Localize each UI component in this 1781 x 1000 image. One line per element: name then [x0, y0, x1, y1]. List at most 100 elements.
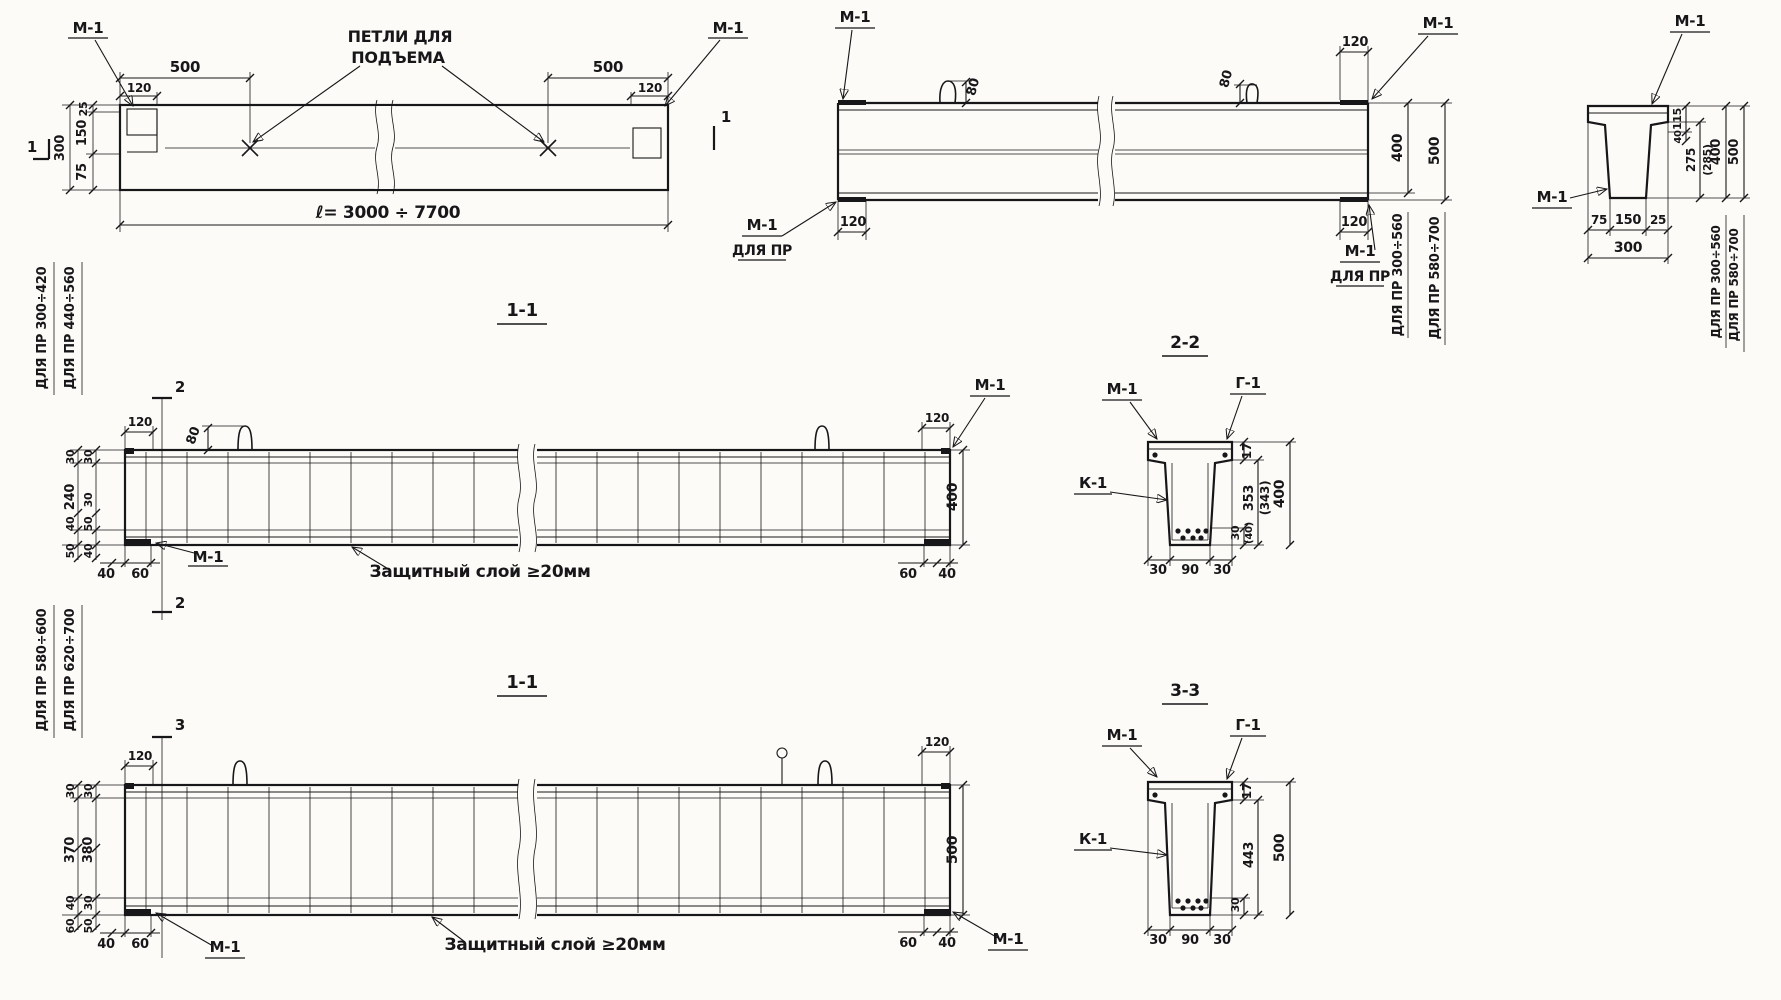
xsec-dim-lines [1588, 106, 1745, 259]
cross-section-view: М-1 М-1 115 40 275 (285) 400 500 75 150 … [1532, 12, 1750, 352]
stirrups-top [145, 452, 926, 543]
left-dim-1: 30 [64, 449, 77, 464]
rebar-dot [1203, 898, 1209, 904]
plan-extension-lines [62, 72, 669, 232]
rebar-dot [1198, 535, 1204, 541]
break-lines [517, 778, 537, 920]
plan-dim-lines [120, 77, 668, 226]
lifting-loop-2 [814, 425, 830, 451]
embed-plate-bl [838, 197, 866, 202]
rebar-dot [1152, 452, 1158, 458]
dim-90: 90 [1181, 563, 1199, 578]
xsec-dim-150: 150 [1615, 213, 1641, 228]
xsec-range-500: ДЛЯ ПР 580÷700 [1727, 228, 1741, 341]
end-plate-br [924, 539, 950, 545]
dim-75: 75 [75, 163, 90, 181]
section-1-1-top-view: 1-1 ДЛЯ ПР 300÷420 ДЛЯ ПР 440÷560 2 2 12… [35, 262, 1010, 620]
section-1-1-top-title: 1-1 [506, 300, 538, 321]
section-1-cut-marks [33, 126, 716, 161]
xsec-dim-25: 25 [1650, 213, 1666, 227]
xsec-dim-500: 500 [1727, 139, 1742, 165]
sec11a-dim-ticks [73, 423, 968, 568]
dim-30-web: 30 [1229, 525, 1242, 540]
xsec-m1-top: М-1 [1675, 12, 1706, 30]
m1-leader-bl [781, 202, 836, 237]
dim-30-left: 30 [1149, 933, 1167, 948]
sec22-dim-ticks [1143, 437, 1295, 565]
rebar-dot [1203, 528, 1209, 534]
dim-60-bl: 60 [131, 937, 149, 952]
section-mark-1-right: 1 [721, 108, 731, 126]
range-left-2: ДЛЯ ПР 440÷560 [63, 266, 78, 389]
loops-leader-left [253, 65, 361, 142]
dim-353: 353 [1242, 485, 1257, 511]
dim-500: 500 [1272, 833, 1288, 862]
cut-mark-3: 3 [175, 716, 185, 734]
rebar-dot [1198, 905, 1204, 911]
range-left-2: ДЛЯ ПР 620÷700 [63, 608, 78, 731]
dim-120-br: 120 [1341, 215, 1367, 230]
left-dim-2: 240 [63, 484, 78, 510]
k1-leader [1109, 847, 1167, 855]
dim-80-left: 80 [964, 76, 983, 97]
sec22-extension-lines [1147, 441, 1296, 566]
dim-500: 500 [945, 835, 961, 864]
break-gap [518, 446, 537, 548]
plan-view: М-1 М-1 500 120 500 120 ПЕТЛИ ДЛЯ ПОДЪЕМ… [27, 19, 748, 232]
left-dim-3: 30 [82, 492, 95, 507]
dim-120-bl: 120 [840, 215, 866, 230]
dim-17: 17 [1240, 443, 1254, 459]
pr-label-bl: ДЛЯ ПР [732, 243, 792, 259]
k1-leader [1109, 491, 1167, 500]
g1-label: Г-1 [1235, 716, 1260, 734]
left-dim-4: 30 [82, 895, 95, 910]
end-plate-tr [941, 783, 950, 789]
xsec-m1-left: М-1 [1537, 188, 1568, 206]
sec33-extension-lines [1147, 781, 1296, 936]
left-dim-5: 40 [64, 516, 77, 531]
sec11b-extension-lines [62, 746, 970, 937]
left-dim-0: 30 [82, 449, 95, 464]
xsec-extension-lines [1587, 105, 1750, 352]
left-dim-1: 30 [64, 783, 77, 798]
m1-leader-bl [156, 543, 199, 555]
rebar-dot [1175, 898, 1181, 904]
m1-label: М-1 [1107, 726, 1138, 744]
rebar-dot [1175, 528, 1181, 534]
elevation-break-gap [1098, 98, 1115, 204]
sec33-dim-lines [1148, 782, 1291, 931]
m1-leader-right [665, 39, 721, 106]
range-400-label: ДЛЯ ПР 300÷560 [1391, 213, 1406, 336]
dim-500: 500 [1427, 136, 1443, 165]
sec33-outline [1146, 780, 1234, 917]
dim-17: 17 [1240, 783, 1254, 799]
dim-120-right: 120 [925, 411, 949, 425]
stirrups-bottom [145, 787, 926, 913]
embed-plate-br [1340, 197, 1368, 202]
xsec-m1-leader-left [1569, 189, 1607, 199]
dim-500-left: 500 [170, 58, 200, 76]
dim-90: 90 [1181, 933, 1199, 948]
xsec-range-400: ДЛЯ ПР 300÷560 [1709, 225, 1723, 338]
sec33-stirrup-frame [1171, 803, 1209, 909]
m1-leader-tl [843, 29, 853, 99]
loops-label-line2: ПОДЪЕМА [351, 48, 445, 67]
loops-leader-right [441, 65, 544, 142]
cut-mark-2-top: 2 [175, 378, 185, 396]
dim-40-br: 40 [938, 567, 956, 582]
beam-rebar-lines-2 [125, 797, 950, 899]
elevation-view: М-1 М-1 80 80 120 М-1 ДЛЯ ПР 120 120 М-1… [732, 8, 1458, 345]
dim-30-left: 30 [1149, 563, 1167, 578]
end-plate-br [924, 909, 950, 915]
dim-30-right: 30 [1213, 563, 1231, 578]
elevation-dim-ticks [833, 47, 1450, 237]
protective-layer-note: Защитный слой ≥20мм [369, 562, 590, 582]
m1-leader-tr [953, 397, 986, 447]
g1-leader [1227, 395, 1243, 439]
rebar-dot [1190, 905, 1196, 911]
dim-25: 25 [77, 102, 90, 117]
dim-400: 400 [1272, 479, 1288, 508]
m1-label-br: М-1 [1345, 242, 1376, 260]
sec33-label-underlines [1074, 735, 1266, 851]
